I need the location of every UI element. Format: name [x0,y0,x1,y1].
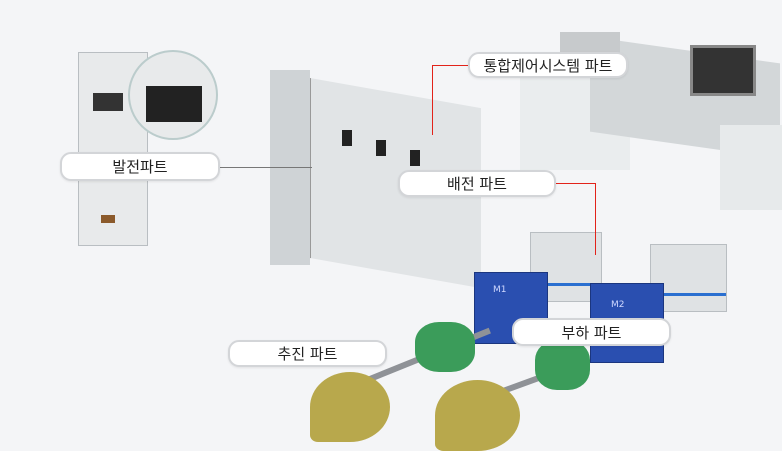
generation-part-label[interactable]: 발전파트 [60,152,220,181]
leader-line [432,65,468,66]
gearbox [415,322,475,372]
leader-line [220,167,312,168]
leader-line [595,183,596,255]
leader-line [556,183,596,184]
propulsion-part-label[interactable]: 추진 파트 [228,340,387,367]
distribution-part-label[interactable]: 배전 파트 [398,170,556,197]
gearbox [535,340,590,390]
load-part-label[interactable]: 부하 파트 [512,318,671,346]
controller-zoom-circle [128,50,218,140]
propeller [310,372,390,442]
propeller [435,380,520,451]
leader-line [432,65,433,135]
integrated-control-part-label[interactable]: 통합제어시스템 파트 [468,52,628,78]
